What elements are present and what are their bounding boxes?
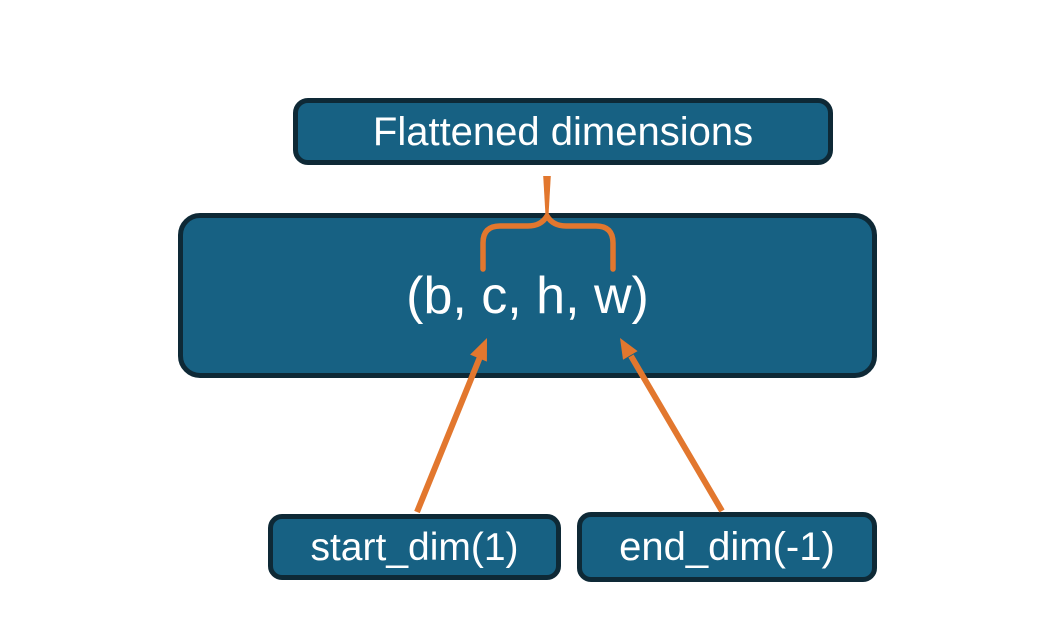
tensor-shape-box: (b, c, h, w) bbox=[178, 213, 877, 378]
end-dim-label: end_dim(-1) bbox=[619, 525, 835, 569]
start-dim-arrow-line bbox=[414, 355, 483, 514]
start-dim-box: start_dim(1) bbox=[268, 514, 561, 580]
tensor-shape-label: (b, c, h, w) bbox=[406, 266, 649, 325]
flattened-dimensions-label: Flattened dimensions bbox=[372, 109, 754, 154]
start-dim-label: start_dim(1) bbox=[310, 525, 519, 569]
end-dim-arrow-line bbox=[628, 354, 725, 513]
end-dim-box: end_dim(-1) bbox=[577, 512, 877, 582]
flattened-dimensions-box: Flattened dimensions bbox=[293, 98, 833, 165]
